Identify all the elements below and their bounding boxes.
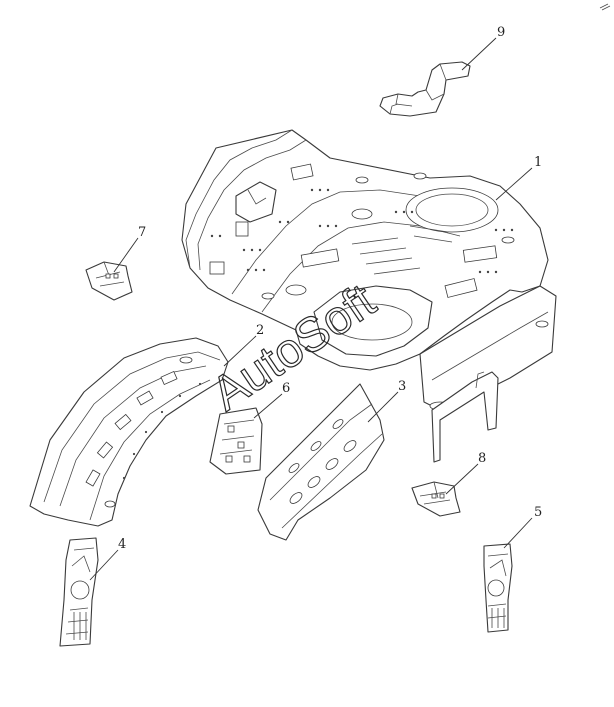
callout-1: 1	[534, 155, 542, 170]
part-4-bracket	[59, 537, 99, 647]
callout-5: 5	[534, 505, 542, 520]
leader-2	[223, 335, 257, 367]
leader-9	[461, 37, 497, 71]
part-8-clip	[411, 481, 461, 517]
leader-6	[253, 393, 283, 419]
callout-4: 4	[118, 537, 126, 552]
leader-8	[445, 463, 479, 495]
corner-mark	[599, 3, 611, 11]
callout-7: 7	[138, 225, 146, 240]
leader-4	[89, 549, 119, 581]
callout-3: 3	[398, 379, 406, 394]
leader-5	[503, 517, 533, 549]
leader-1	[495, 167, 533, 201]
leader-3	[367, 391, 399, 423]
part-3-cross-member	[257, 383, 385, 541]
callout-9: 9	[497, 25, 505, 40]
part-9-bracket	[379, 61, 471, 117]
callout-8: 8	[478, 451, 486, 466]
callout-6: 6	[282, 381, 290, 396]
part-5-bracket	[483, 543, 513, 633]
part-6-small-plate	[209, 407, 263, 475]
leader-7	[113, 237, 139, 273]
part-1-rear-floor-panel	[181, 129, 557, 463]
callout-2: 2	[256, 323, 264, 338]
part-7-clip	[85, 261, 133, 301]
part-2-rear-rail	[29, 337, 229, 527]
